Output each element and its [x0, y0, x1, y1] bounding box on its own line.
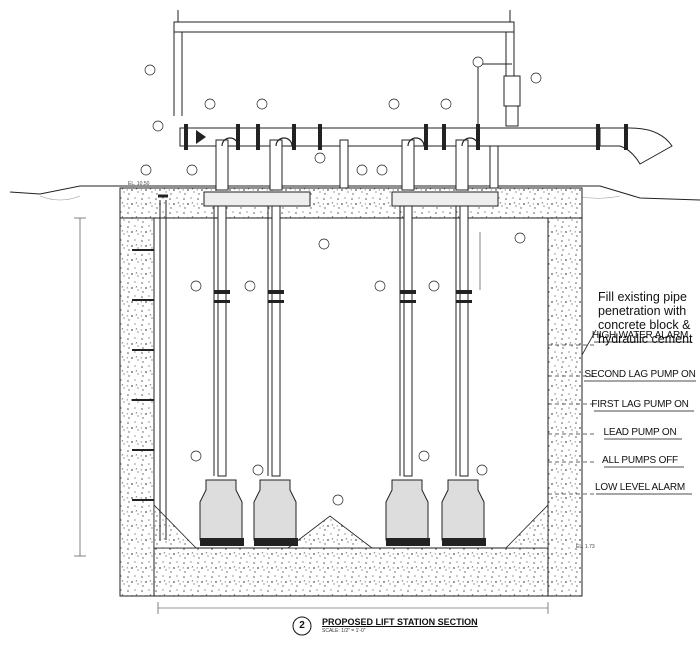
dimension-lines — [74, 217, 549, 614]
level-label-low-level-alarm: LOW LEVEL ALARM — [595, 482, 685, 493]
level-lines — [548, 344, 596, 495]
level-label-high-water-alarm: HIGH WATER ALARM — [591, 330, 689, 341]
note-leader — [581, 329, 597, 356]
right-wall — [547, 217, 583, 597]
float-switch-pole — [158, 194, 168, 540]
level-underlines — [584, 341, 696, 495]
drawing-scale: SCALE: 1/2" = 1'-0" — [322, 628, 366, 634]
submersible-pumps — [199, 479, 485, 541]
pump-bases — [200, 538, 486, 546]
hatch-right — [391, 191, 499, 207]
level-label-all-pumps-off: ALL PUMPS OFF — [602, 455, 678, 466]
detail-number-circle — [292, 616, 312, 636]
pump-columns — [213, 205, 469, 477]
detail-number: 2 — [299, 620, 305, 631]
wet-well-structure — [119, 187, 583, 597]
plug-valve — [196, 130, 206, 144]
top-elevation-label: EL. 10.50 — [128, 181, 150, 187]
base-slab — [153, 547, 549, 597]
air-release-assembly — [477, 63, 521, 128]
left-wall — [119, 217, 155, 597]
overhead-frame — [173, 10, 515, 120]
pipe-flanges — [184, 124, 628, 150]
column-couplings — [214, 290, 472, 303]
drawing-title: PROPOSED LIFT STATION SECTION — [322, 617, 478, 627]
callout-bubbles — [140, 56, 542, 506]
level-label-lead-pump-on: LEAD PUMP ON — [603, 427, 677, 438]
hatch-left — [203, 191, 311, 207]
top-slab — [119, 187, 583, 219]
discharge-piping — [179, 127, 673, 191]
check-valves — [221, 137, 479, 147]
pipe-penetration-note: Fill existing pipe penetration with conc… — [598, 290, 693, 346]
bottom-elevation-label: EL. 1.73 — [576, 544, 595, 550]
level-label-second-lag-pump-on: SECOND LAG PUMP ON — [584, 369, 696, 380]
ladder-rungs — [132, 249, 154, 501]
bottom-fillets — [153, 504, 549, 549]
level-label-first-lag-pump-on: FIRST LAG PUMP ON — [591, 399, 689, 410]
